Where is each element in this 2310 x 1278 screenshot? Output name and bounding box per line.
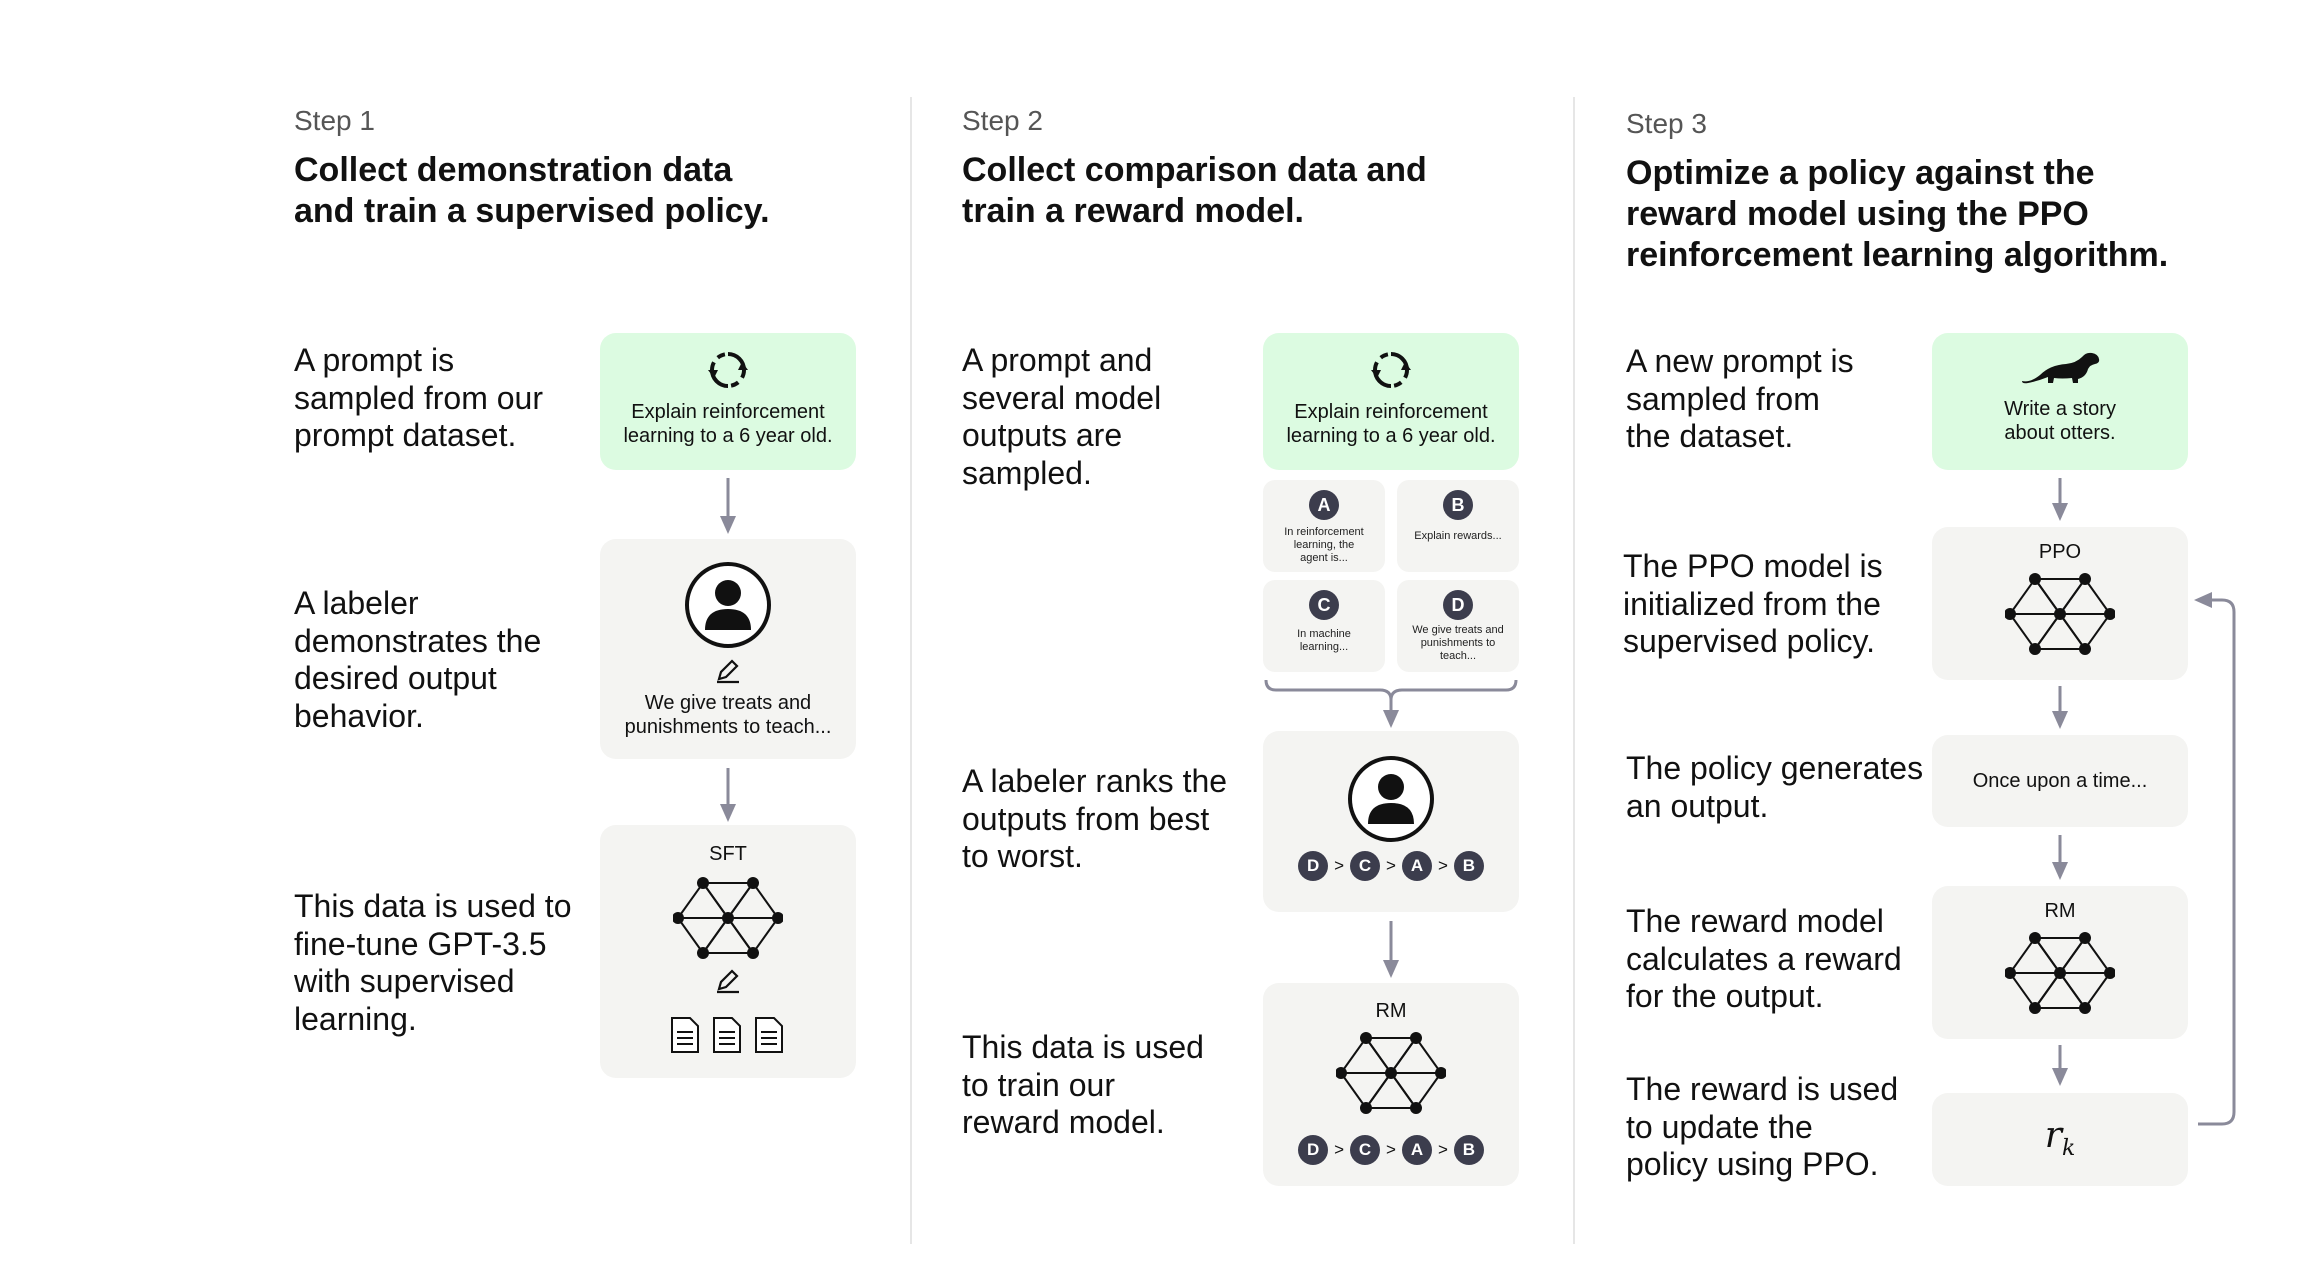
step-1-prompt-box: Explain reinforcement learning to a 6 ye… xyxy=(600,333,856,470)
arrowhead xyxy=(1383,710,1399,728)
rm-label: RM xyxy=(2044,900,2076,922)
step-1-prompt-text: Explain reinforcement learning to a 6 ye… xyxy=(623,401,833,447)
rank-1: D xyxy=(1298,1135,1329,1165)
rank-1: D xyxy=(1298,851,1329,881)
step-1-demo-text: We give treats and punishments to teach.… xyxy=(624,692,832,738)
neural-net-icon xyxy=(1336,1032,1446,1114)
step-3-output-box: Once upon a time... xyxy=(1932,735,2188,827)
arrowhead xyxy=(2052,503,2068,521)
refresh-icon xyxy=(1371,352,1411,388)
reward-formula: rk xyxy=(1932,1115,2188,1161)
neural-net-icon xyxy=(673,877,783,959)
rank-sep: > xyxy=(1334,856,1345,875)
rank-4: B xyxy=(1453,851,1484,881)
step-3-heading: Optimize a policy against the reward mod… xyxy=(1626,154,2169,274)
rank-4: B xyxy=(1453,1135,1484,1165)
rank-sep: > xyxy=(1334,1140,1345,1159)
otter-icon xyxy=(2022,352,2100,384)
badge-c: C xyxy=(1309,590,1339,620)
step-2-prompt-box: Explain reinforcement learning to a 6 ye… xyxy=(1263,333,1519,470)
badge-a: A xyxy=(1309,490,1339,520)
rank-sep: > xyxy=(1386,856,1396,875)
step-1-desc-prompt: A prompt is sampled from our prompt data… xyxy=(294,342,543,453)
step-2-desc-ranks: A labeler ranks the outputs from best to… xyxy=(962,763,1228,874)
arrowhead xyxy=(2052,711,2068,729)
badge-d: D xyxy=(1443,590,1473,620)
reward-symbol: r xyxy=(2044,1115,2062,1156)
step-2-labeler-box: D > C > A > B xyxy=(1263,731,1519,912)
reward-subscript: k xyxy=(2061,1136,2076,1162)
ppo-label: PPO xyxy=(2038,541,2082,563)
output-text-c: In machine learning... xyxy=(1297,628,1351,653)
step-3-ppo-box: PPO xyxy=(1932,527,2188,680)
rank-sep: > xyxy=(1437,1140,1448,1159)
step-2-desc-sampled: A prompt and several model outputs are s… xyxy=(962,342,1162,491)
policy-output-text: Once upon a time... xyxy=(1972,770,2148,792)
divider-1 xyxy=(910,97,912,1244)
rm-label: RM xyxy=(1375,1000,1407,1022)
sft-label: SFT xyxy=(709,843,747,865)
output-text-b: Explain rewards... xyxy=(1414,530,1502,542)
output-text-a: In reinforcement learning, the agent is.… xyxy=(1284,526,1364,564)
step-1-label: Step 1 xyxy=(294,105,375,136)
step-1-desc-finetune: This data is used to fine-tune GPT-3.5 w… xyxy=(294,888,572,1037)
neural-net-icon xyxy=(2005,932,2115,1014)
step-3-rm-box: RM xyxy=(1932,886,2188,1039)
rank-sep: > xyxy=(1437,856,1448,875)
brace xyxy=(1264,679,1518,701)
step-2-prompt-text: Explain reinforcement learning to a 6 ye… xyxy=(1286,401,1496,447)
step-3-reward-box: rk xyxy=(1932,1093,2188,1186)
step-3-desc-reward-update: The reward is used to update the policy … xyxy=(1626,1071,1899,1182)
step-1-sft-box: SFT xyxy=(600,825,856,1078)
step-3-desc-new-prompt: A new prompt is sampled from the dataset… xyxy=(1626,343,1854,454)
arrowhead xyxy=(720,804,736,822)
labeler-icon xyxy=(1348,756,1434,842)
step-1-desc-labeler: A labeler demonstrates the desired outpu… xyxy=(294,585,542,734)
divider-2 xyxy=(1573,97,1575,1244)
ranking-labeler: D > C > A > B xyxy=(1263,851,1519,881)
step-3-prompt-box: Write a story about otters. xyxy=(1932,333,2188,470)
feedback-arrow xyxy=(2198,598,2236,1126)
step-3-label: Step 3 xyxy=(1626,108,1707,139)
step-3-desc-generates: The policy generates an output. xyxy=(1626,750,1924,824)
labeler-icon xyxy=(685,562,771,648)
badge-b: B xyxy=(1443,490,1473,520)
output-card-b: B Explain rewards... xyxy=(1397,480,1519,572)
arrowhead xyxy=(1383,960,1399,978)
step-2-rm-box: RM D > C > A > B xyxy=(1263,983,1519,1186)
rank-2: C xyxy=(1350,851,1381,881)
output-text-d: We give treats and punishments to teach.… xyxy=(1412,624,1504,662)
neural-net-icon xyxy=(2005,573,2115,655)
step-3-prompt-text: Write a story about otters. xyxy=(2004,398,2116,444)
output-card-a: A In reinforcement learning, the agent i… xyxy=(1263,480,1385,572)
documents-icon xyxy=(671,1017,783,1053)
arrowhead xyxy=(2194,592,2212,608)
arrowhead xyxy=(720,516,736,534)
output-card-d: D We give treats and punishments to teac… xyxy=(1397,580,1519,672)
rank-sep: > xyxy=(1386,1140,1396,1159)
step-2-label: Step 2 xyxy=(962,105,1043,136)
refresh-icon xyxy=(708,352,748,388)
pencil-icon xyxy=(717,969,739,994)
step-2-desc-train: This data is used to train our reward mo… xyxy=(962,1029,1204,1140)
step-1-heading: Collect demonstration data and train a s… xyxy=(294,151,770,230)
step-2-heading: Collect comparison data and train a rewa… xyxy=(962,151,1427,230)
arrowhead xyxy=(2052,862,2068,880)
pencil-icon xyxy=(717,659,739,684)
arrowhead xyxy=(2052,1068,2068,1086)
step-3-desc-ppo-init: The PPO model is initialized from the su… xyxy=(1623,548,1883,659)
rank-3: A xyxy=(1401,851,1432,881)
output-card-c: C In machine learning... xyxy=(1263,580,1385,672)
rank-3: A xyxy=(1401,1135,1432,1165)
ranking-rm: D > C > A > B xyxy=(1263,1135,1519,1165)
step-3-desc-reward-calc: The reward model calculates a reward for… xyxy=(1626,903,1902,1014)
rank-2: C xyxy=(1350,1135,1381,1165)
step-1-labeler-box: We give treats and punishments to teach.… xyxy=(600,539,856,759)
